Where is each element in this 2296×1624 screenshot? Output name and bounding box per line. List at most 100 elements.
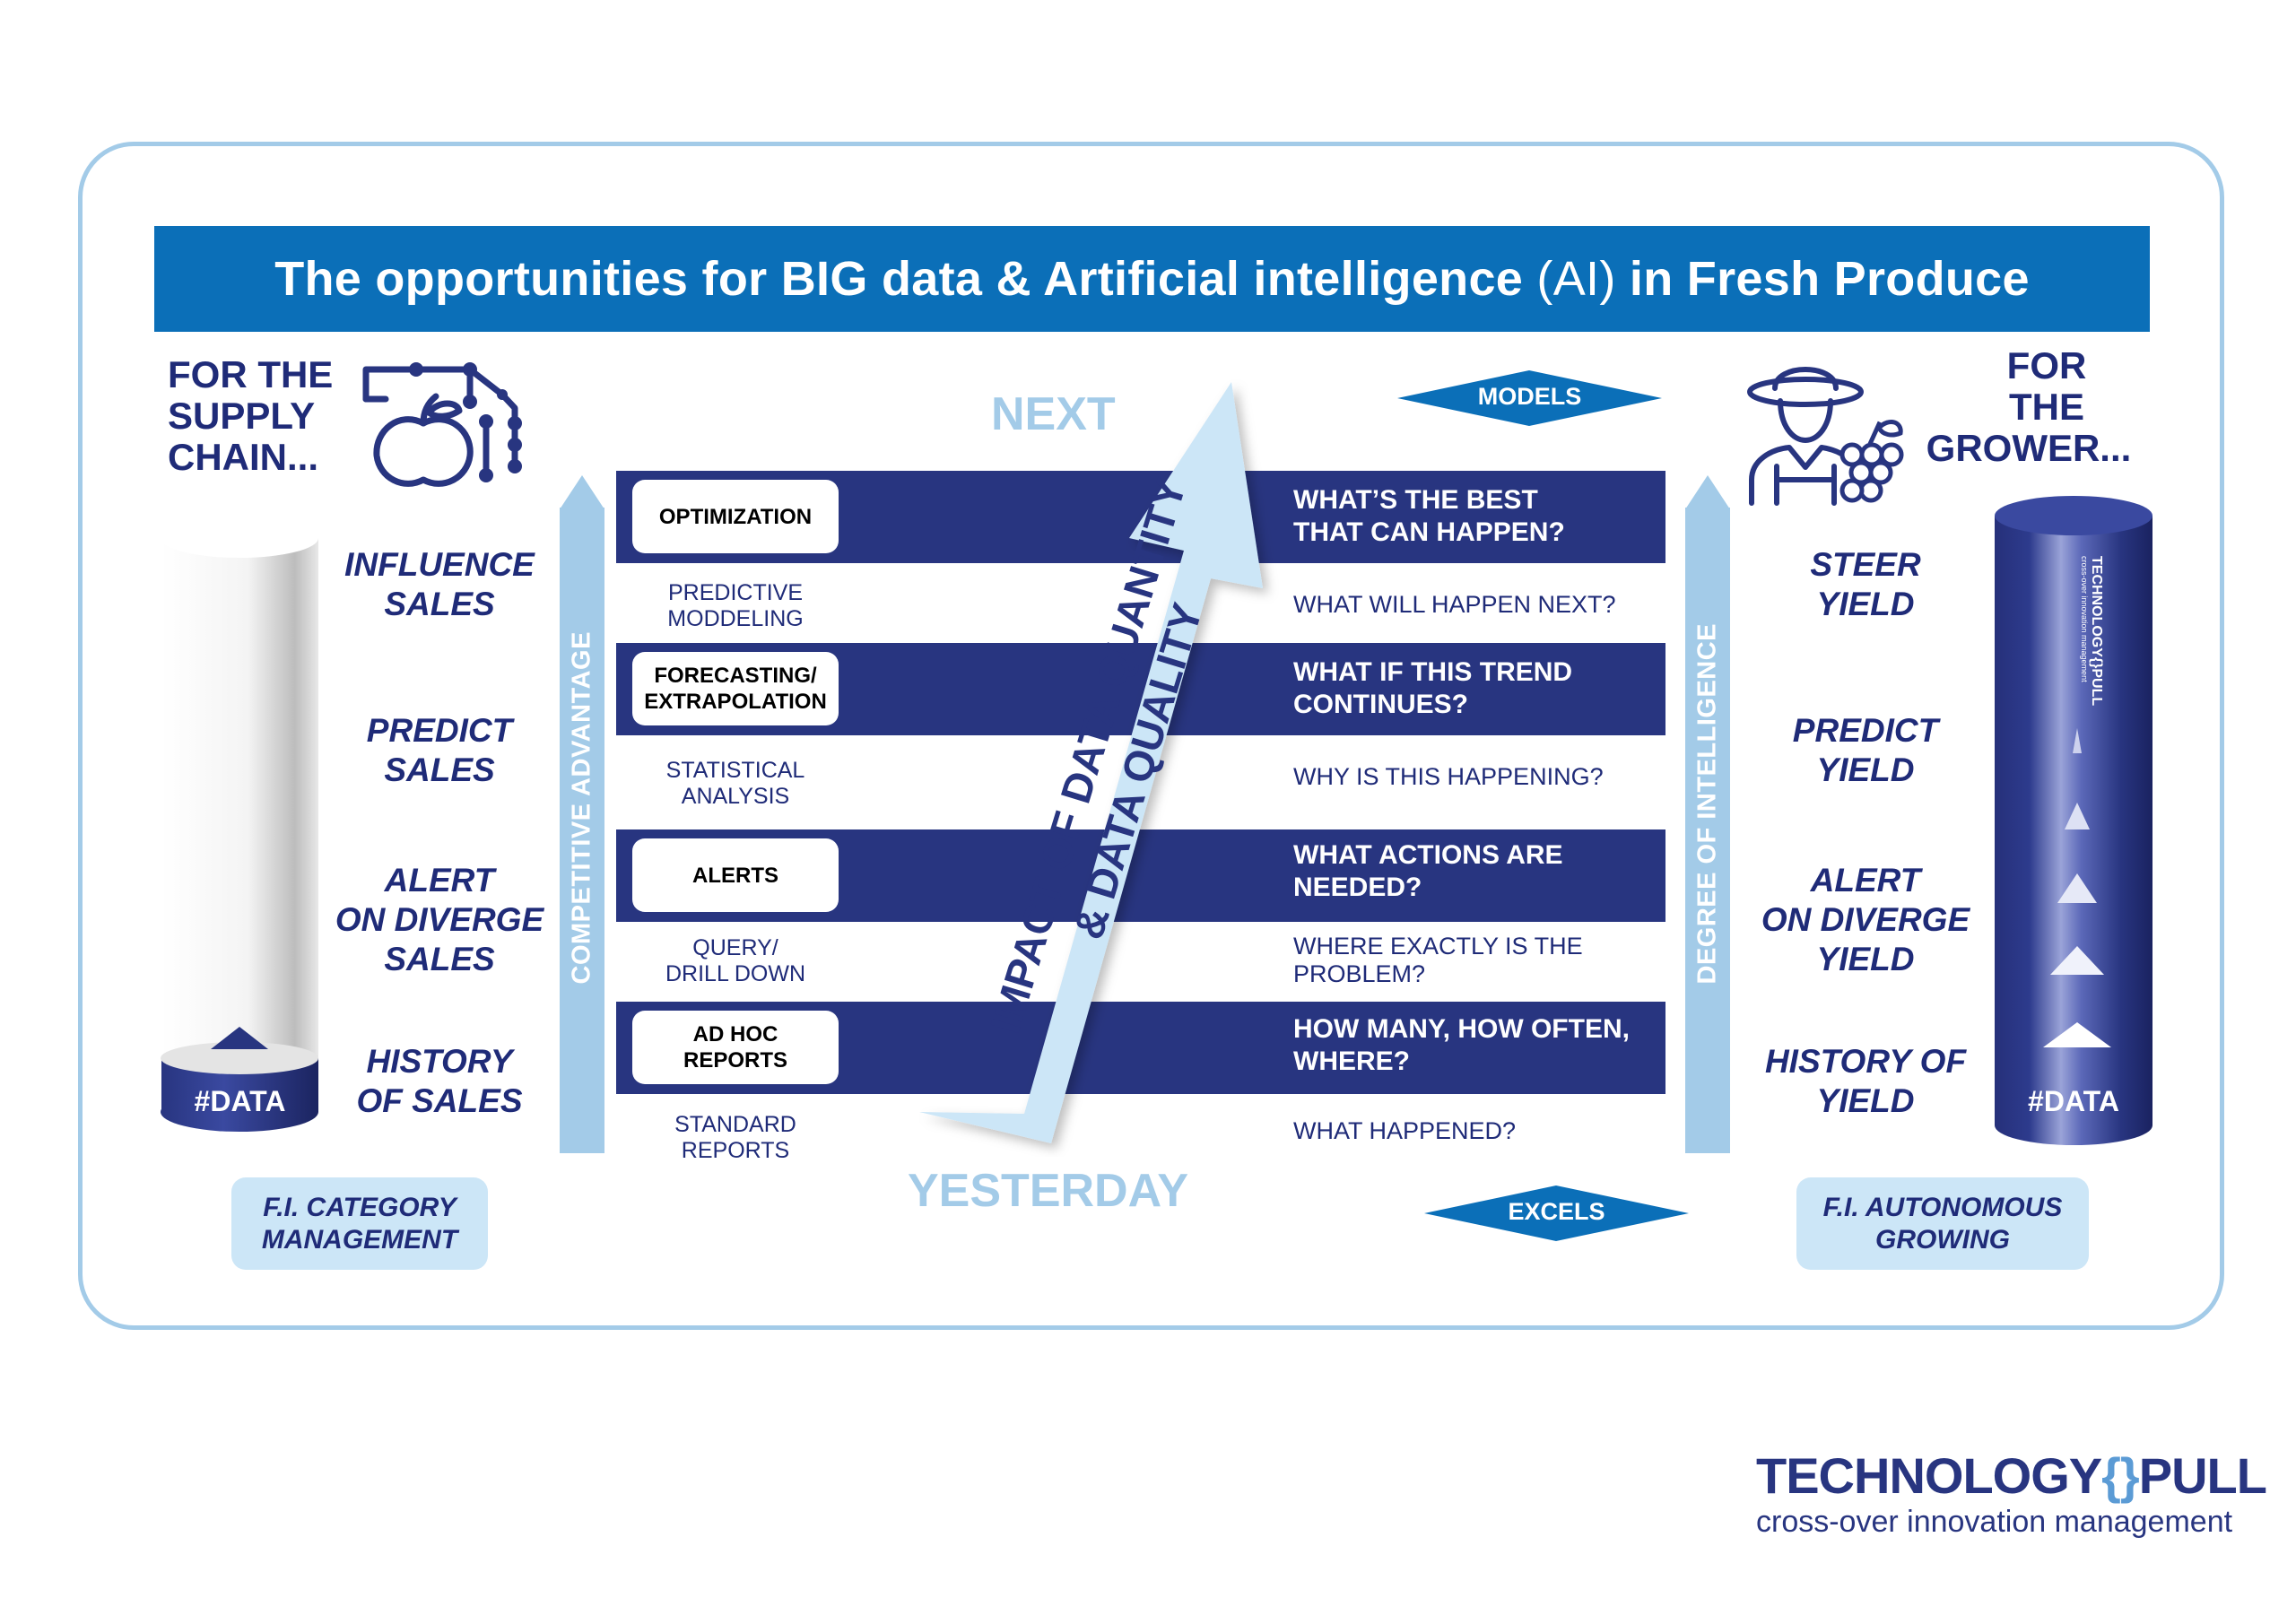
pill-line: GROWING [1875,1224,2010,1255]
left-heading-line: FOR THE [168,353,334,395]
sub-line: ANALYSIS [681,784,790,809]
label-line: YIELD [1816,941,1915,977]
technology-pull-logo: TECHNOLOGY{}PULL cross-over innovation m… [1756,1446,2267,1540]
question-line: NEEDED? [1293,873,1422,902]
excels-diamond [1424,1185,1689,1241]
yesterday-label: YESTERDAY [908,1165,1189,1217]
question-line: PROBLEM? [1293,960,1426,987]
question-line: CONTINUES? [1293,690,1468,719]
sub-line: DRILL DOWN [665,961,806,986]
left-label-predict: PREDICT SALES [323,711,556,790]
competitive-advantage-bar [560,508,604,1153]
sub-line: MODDELING [667,606,804,631]
question-predictive: WHAT WILL HAPPEN NEXT? [1293,591,1616,619]
label-line: ALERT [1810,862,1921,899]
left-heading: FOR THE SUPPLY CHAIN... [168,354,333,478]
label-line: YIELD [1816,586,1915,622]
label-line: SALES [384,586,495,622]
box-line: FORECASTING/ [654,664,817,688]
excels-label: EXCELS [1508,1198,1605,1225]
sub-standard-reports: STANDARD REPORTS [619,1112,852,1164]
question-line: WHY IS THIS HAPPENING? [1293,763,1604,790]
label-line: HISTORY OF [1764,1043,1967,1080]
sub-query-drill-down: QUERY/ DRILL DOWN [619,935,852,987]
question-line: WHAT WILL HAPPEN NEXT? [1293,591,1616,618]
box-optimization: OPTIMIZATION [632,480,839,553]
left-heading-line: SUPPLY [168,395,316,437]
question-line: WHERE? [1293,1046,1410,1076]
left-data-cylinder [161,518,318,1132]
next-label: NEXT [991,388,1116,440]
right-pill-autonomous-growing: F.I. AUTONOMOUS GROWING [1796,1177,2089,1270]
question-forecasting: WHAT IF THIS TREND CONTINUES? [1293,656,1572,721]
pill-line: MANAGEMENT [261,1224,458,1255]
right-cylinder-label: #DATA [2028,1085,2119,1117]
question-query: WHERE EXACTLY IS THE PROBLEM? [1293,933,1583,988]
right-heading-line: FOR [2006,344,2087,386]
left-cylinder-label: #DATA [194,1085,286,1117]
left-heading-line: CHAIN... [168,436,318,478]
models-label: MODELS [1477,383,1582,410]
title-suffix: in Fresh Produce [1615,252,2030,306]
left-arrow-head [560,475,604,509]
question-line: WHAT ACTIONS ARE [1293,840,1563,870]
question-line: HOW MANY, HOW OFTEN, [1293,1014,1630,1044]
question-alerts: WHAT ACTIONS ARE NEEDED? [1293,839,1563,904]
pill-line: F.I. AUTONOMOUS [1822,1192,2063,1222]
competitive-advantage-label: COMPETITIVE ADVANTAGE [567,631,596,985]
cylinder-brand-line: TECHNOLOGY{}PULL [2089,556,2104,707]
label-line: INFLUENCE [344,546,535,583]
label-line: ON DIVERGE [335,901,544,938]
box-ad-hoc-reports: AD HOC REPORTS [632,1011,839,1084]
question-optimization: WHAT’S THE BEST THAT CAN HAPPEN? [1293,484,1565,549]
right-label-steer: STEER YIELD [1749,545,1982,624]
left-pill-category-management: F.I. CATEGORY MANAGEMENT [231,1177,488,1270]
box-alerts: ALERTS [632,838,839,912]
right-label-alert: ALERT ON DIVERGE YIELD [1749,861,1982,979]
title-prefix: The opportunities for BIG data & Artific… [274,252,1537,306]
label-line: PREDICT [366,712,513,749]
label-line: ON DIVERGE [1761,901,1970,938]
box-line: ALERTS [692,863,778,888]
box-line: OPTIMIZATION [658,504,813,529]
farmer-icon [1747,367,1904,506]
label-line: YIELD [1816,1082,1915,1119]
cylinder-brand-line: cross-over innovation management [2080,556,2089,682]
pill-line: F.I. CATEGORY [263,1192,457,1222]
label-line: ALERT [384,862,495,899]
box-line: AD HOC [692,1022,778,1046]
sub-predictive-modelling: PREDICTIVE MODDELING [619,580,852,632]
sub-line: QUERY/ [692,935,778,960]
left-label-history: HISTORY OF SALES [323,1042,556,1121]
label-line: SALES [384,941,495,977]
left-label-influence: INFLUENCE SALES [323,545,556,624]
label-line: STEER [1810,546,1921,583]
sub-line: STATISTICAL [665,758,805,783]
question-ad-hoc: HOW MANY, HOW OFTEN, WHERE? [1293,1013,1630,1078]
label-line: PREDICT [1792,712,1939,749]
sub-line: STANDARD [674,1112,796,1137]
question-statistical: WHY IS THIS HAPPENING? [1293,763,1604,791]
logo-tagline: cross-over innovation management [1756,1505,2233,1539]
sub-line: PREDICTIVE [667,580,804,605]
box-forecasting: FORECASTING/ EXTRAPOLATION [632,652,839,725]
apple-circuit-icon [362,362,522,487]
label-line: YIELD [1816,751,1915,788]
label-line: HISTORY [366,1043,513,1080]
question-line: WHERE EXACTLY IS THE [1293,933,1583,960]
box-line: EXTRAPOLATION [644,690,827,714]
degree-of-intelligence-label: DEGREE OF INTELLIGENCE [1692,622,1722,985]
left-label-alert: ALERT ON DIVERGE SALES [323,861,556,979]
degree-of-intelligence-bar [1685,508,1730,1153]
question-line: WHAT IF THIS TREND [1293,657,1573,687]
title-bar: The opportunities for BIG data & Artific… [154,226,2150,332]
logo-word-right: PULL [2138,1447,2267,1504]
right-heading-line: THE [2009,386,2084,428]
question-line: THAT CAN HAPPEN? [1293,517,1565,547]
models-diamond [1397,370,1662,426]
box-line: REPORTS [683,1048,787,1073]
right-heading: FOR THE GROWER... [1921,345,2136,469]
right-label-predict: PREDICT YIELD [1749,711,1982,790]
right-arrow-head [1685,475,1730,509]
question-line: WHAT’S THE BEST [1293,485,1538,515]
